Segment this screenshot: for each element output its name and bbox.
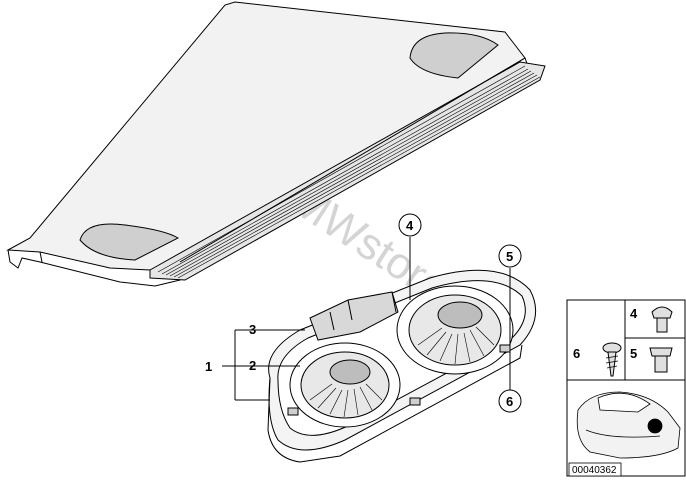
diagram-code-box: 00040362 xyxy=(568,462,622,477)
diagram-code: 00040362 xyxy=(572,465,617,476)
callout-5-bubble: 5 xyxy=(498,244,522,268)
legend-label-5: 5 xyxy=(630,346,637,361)
callout-leaders xyxy=(222,237,511,401)
speaker-housing xyxy=(267,269,537,463)
callout-1: 1 xyxy=(205,359,212,374)
callout-6: 6 xyxy=(506,394,513,409)
callout-4: 4 xyxy=(406,218,414,233)
callout-3: 3 xyxy=(249,322,256,337)
clip-icon xyxy=(651,306,673,333)
callout-5: 5 xyxy=(506,249,513,264)
car-location-icon xyxy=(576,391,681,459)
callout-4-bubble: 4 xyxy=(398,213,422,237)
nut-icon xyxy=(649,347,673,373)
callout-6-bubble: 6 xyxy=(498,389,522,413)
screw-icon xyxy=(602,342,622,377)
parcel-shelf xyxy=(6,1,546,287)
legend-label-4: 4 xyxy=(630,306,638,321)
legend-label-6: 6 xyxy=(573,346,580,361)
callout-2: 2 xyxy=(249,358,256,373)
